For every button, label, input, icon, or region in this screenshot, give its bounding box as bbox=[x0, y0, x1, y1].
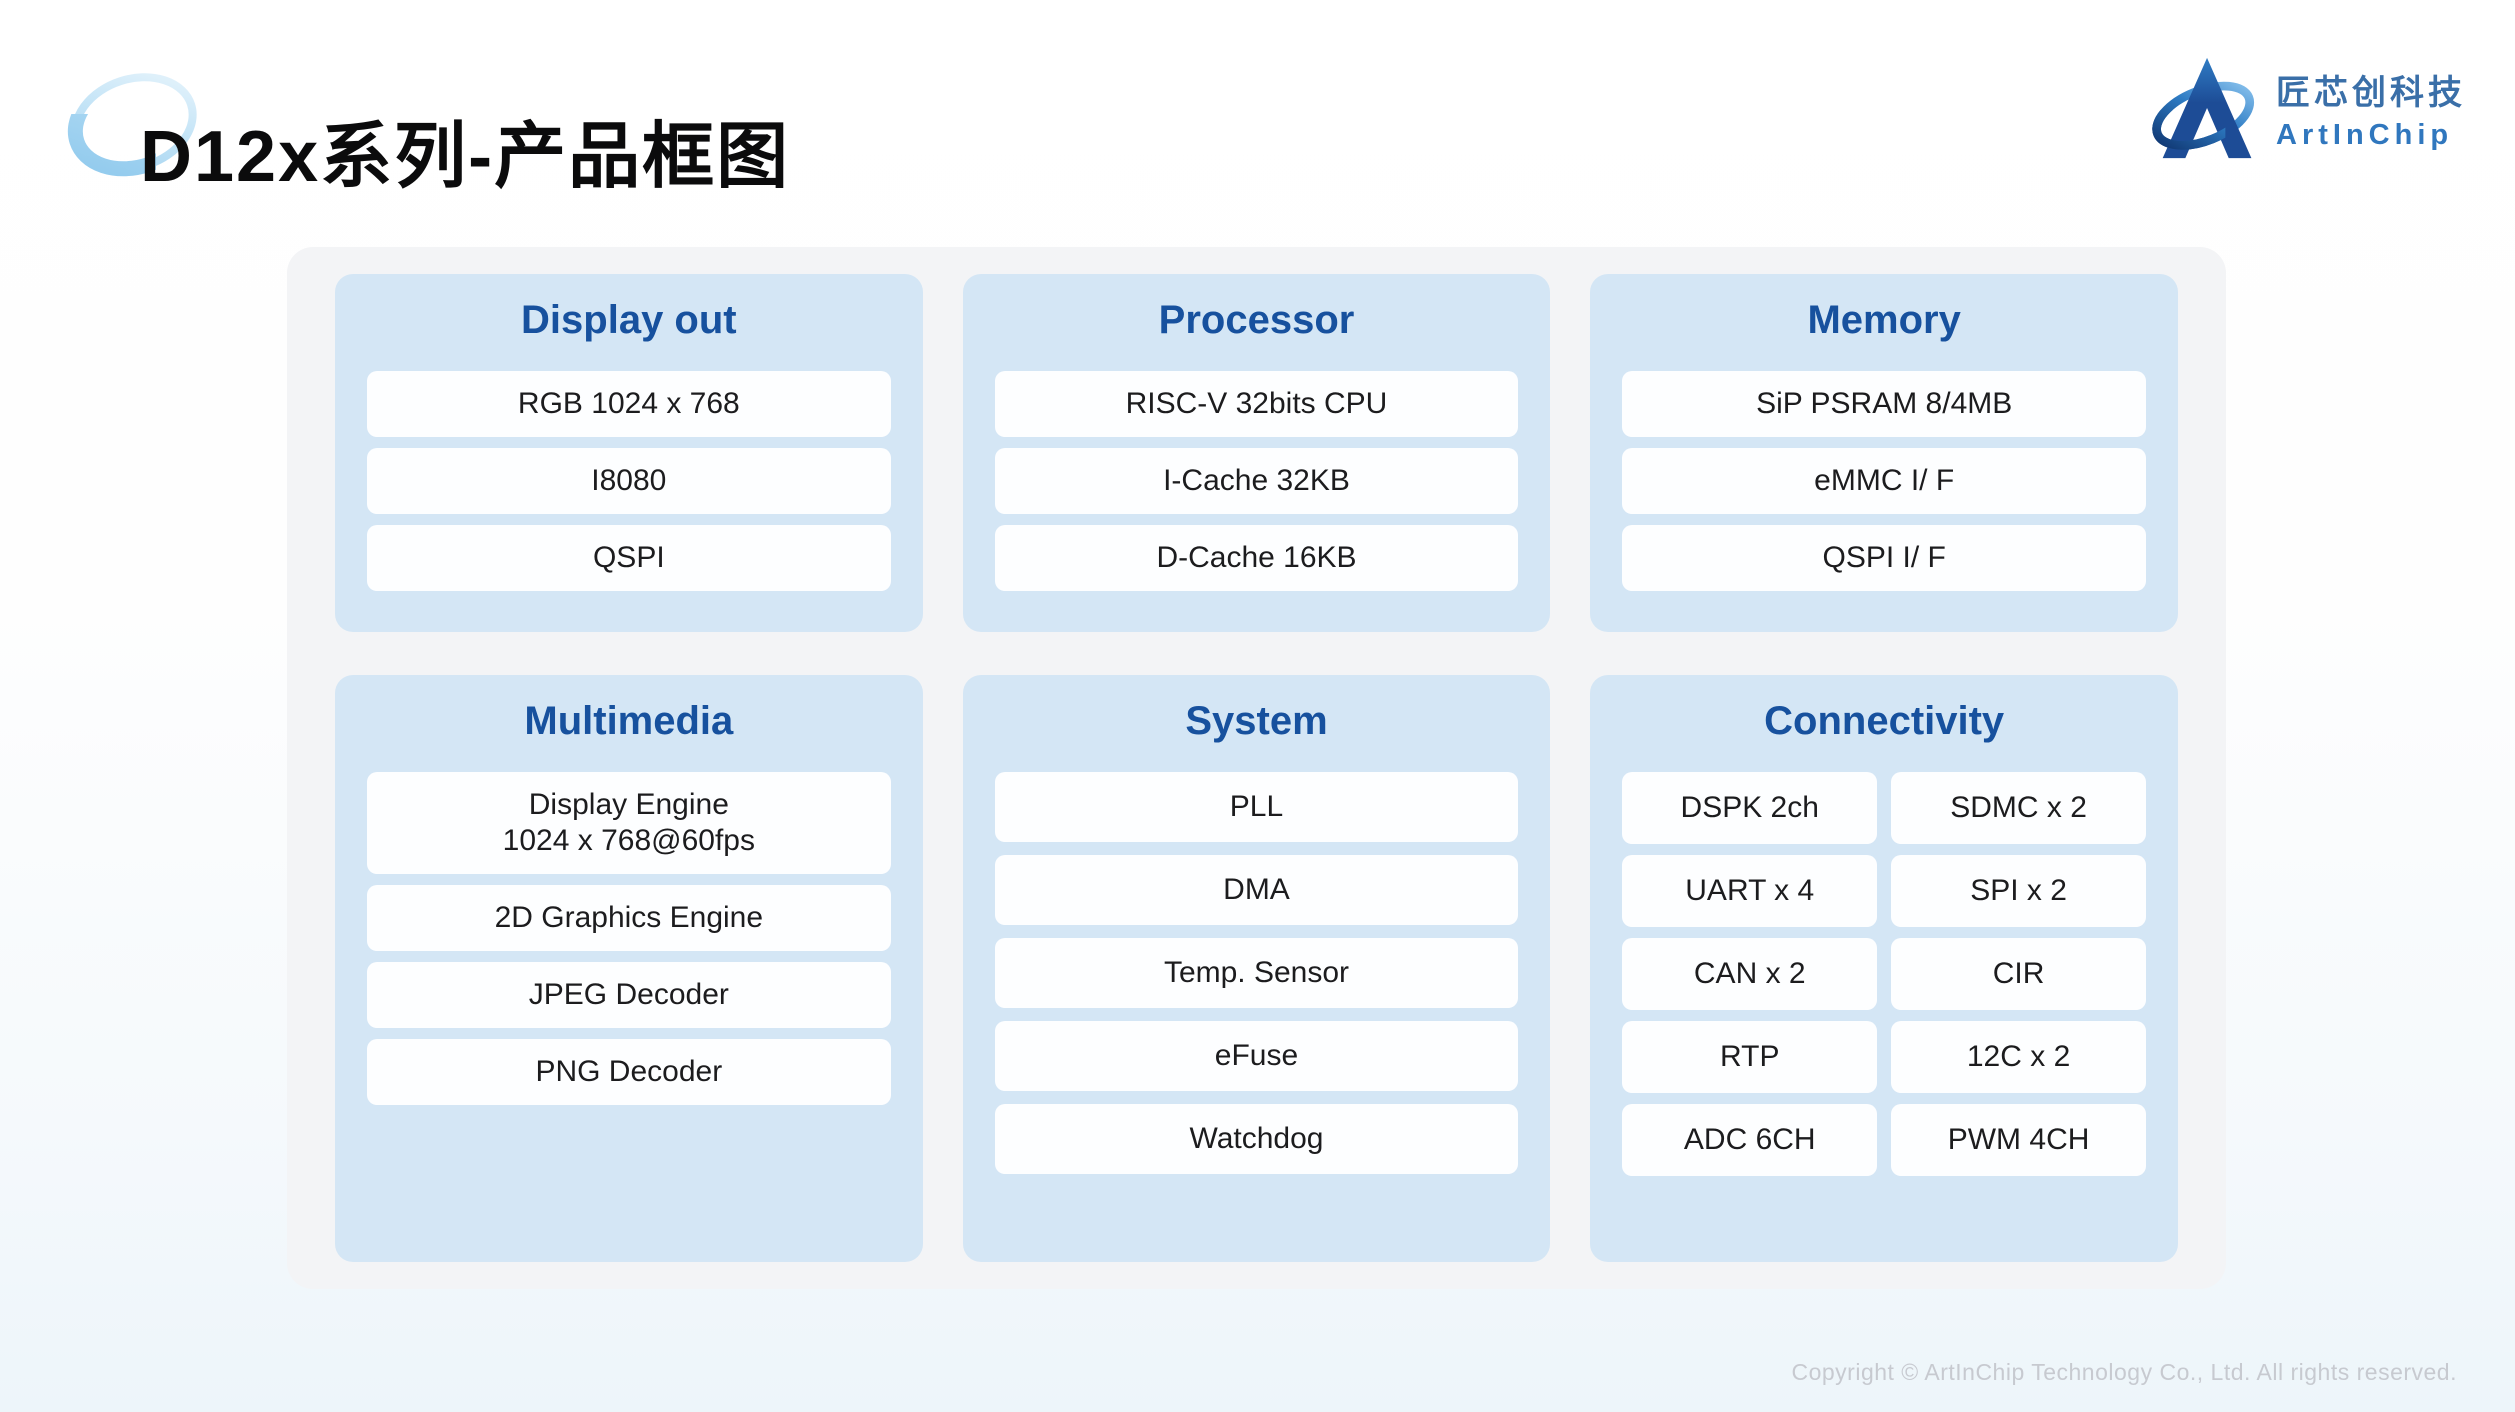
block-temp-sensor: Temp. Sensor bbox=[994, 938, 1519, 1008]
brand-logo: 匠芯创科技 ArtInChip bbox=[2150, 54, 2466, 162]
artinchip-logo-icon bbox=[2152, 57, 2255, 159]
card-items-connectivity: DSPK 2ch SDMC x 2 UART x 4 SPI x 2 CAN x… bbox=[1622, 772, 2146, 1176]
block-efuse: eFuse bbox=[994, 1021, 1519, 1091]
block-watchdog: Watchdog bbox=[994, 1104, 1519, 1174]
block-display-engine-line2: 1024 x 768@60fps bbox=[502, 824, 755, 857]
block-dcache: D-Cache 16KB bbox=[994, 525, 1519, 591]
block-i8080: I8080 bbox=[367, 448, 891, 514]
card-title-memory: Memory bbox=[1807, 298, 1961, 342]
block-sip-psram: SiP PSRAM 8/4MB bbox=[1622, 371, 2146, 437]
card-items-multimedia: Display Engine 1024 x 768@60fps 2D Graph… bbox=[367, 772, 891, 1105]
block-qspi-if: QSPI I/ F bbox=[1622, 525, 2146, 591]
block-icache: I-Cache 32KB bbox=[994, 448, 1519, 514]
diagram-panel: Display out RGB 1024 x 768 I8080 QSPI Pr… bbox=[287, 247, 2226, 1289]
card-title-display-out: Display out bbox=[521, 298, 737, 342]
block-pwm: PWM 4CH bbox=[1891, 1104, 2146, 1176]
card-connectivity: Connectivity DSPK 2ch SDMC x 2 UART x 4 … bbox=[1590, 675, 2178, 1262]
block-display-engine-line1: Display Engine bbox=[528, 788, 729, 821]
brand-text: 匠芯创科技 ArtInChip bbox=[2276, 65, 2466, 152]
block-uart: UART x 4 bbox=[1622, 855, 1878, 927]
block-can: CAN x 2 bbox=[1622, 938, 1878, 1010]
card-memory: Memory SiP PSRAM 8/4MB eMMC I/ F QSPI I/… bbox=[1590, 274, 2178, 632]
card-display-out: Display out RGB 1024 x 768 I8080 QSPI bbox=[335, 274, 923, 632]
card-title-connectivity: Connectivity bbox=[1764, 699, 2005, 743]
brand-company-en: ArtInChip bbox=[2276, 118, 2454, 151]
block-pll: PLL bbox=[994, 772, 1519, 842]
card-items-memory: SiP PSRAM 8/4MB eMMC I/ F QSPI I/ F bbox=[1622, 371, 2146, 591]
block-i2c: 12C x 2 bbox=[1891, 1021, 2146, 1093]
card-items-system: PLL DMA Temp. Sensor eFuse Watchdog bbox=[994, 772, 1519, 1174]
block-jpeg-decoder: JPEG Decoder bbox=[367, 962, 891, 1028]
copyright-text: Copyright © ArtInChip Technology Co., Lt… bbox=[1791, 1359, 2457, 1385]
card-title-system: System bbox=[1185, 699, 1328, 743]
brand-company-cn: 匠芯创科技 bbox=[2276, 73, 2466, 112]
card-items-processor: RISC-V 32bits CPU I-Cache 32KB D-Cache 1… bbox=[994, 371, 1519, 591]
block-dspk: DSPK 2ch bbox=[1622, 772, 1878, 844]
block-dma: DMA bbox=[994, 855, 1519, 925]
card-system: System PLL DMA Temp. Sensor eFuse Watchd… bbox=[962, 675, 1551, 1262]
block-rgb: RGB 1024 x 768 bbox=[367, 371, 891, 437]
block-rtp: RTP bbox=[1622, 1021, 1878, 1093]
block-png-decoder: PNG Decoder bbox=[367, 1039, 891, 1105]
card-title-multimedia: Multimedia bbox=[524, 699, 734, 743]
card-multimedia: Multimedia Display Engine 1024 x 768@60f… bbox=[335, 675, 923, 1262]
block-cir: CIR bbox=[1891, 938, 2146, 1010]
title-swoosh-icon bbox=[67, 73, 197, 177]
card-processor: Processor RISC-V 32bits CPU I-Cache 32KB… bbox=[962, 274, 1551, 632]
block-sdmc: SDMC x 2 bbox=[1891, 772, 2146, 844]
block-riscv-cpu: RISC-V 32bits CPU bbox=[994, 371, 1519, 437]
block-emmc-if: eMMC I/ F bbox=[1622, 448, 2146, 514]
card-title-processor: Processor bbox=[1158, 298, 1355, 342]
block-qspi: QSPI bbox=[367, 525, 891, 591]
block-spi: SPI x 2 bbox=[1891, 855, 2146, 927]
block-adc: ADC 6CH bbox=[1622, 1104, 1878, 1176]
page-title: D12x系列-产品框图 bbox=[140, 117, 791, 198]
card-items-display-out: RGB 1024 x 768 I8080 QSPI bbox=[367, 371, 891, 591]
block-display-engine: Display Engine 1024 x 768@60fps bbox=[367, 772, 891, 874]
block-2d-graphics: 2D Graphics Engine bbox=[367, 885, 891, 951]
